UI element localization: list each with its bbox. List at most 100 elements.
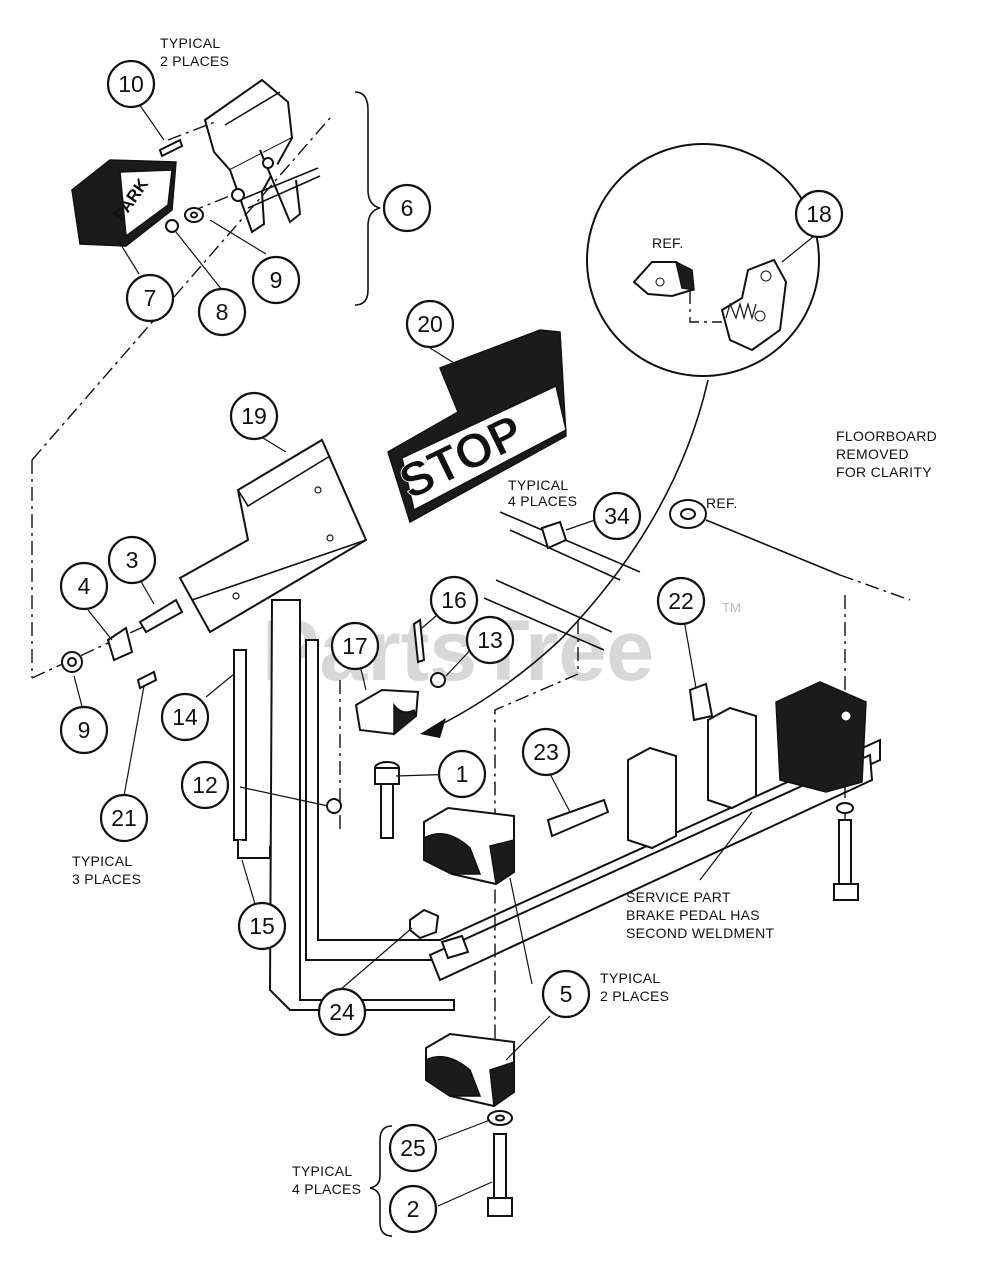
callout-7[interactable]: 7 [125,273,175,323]
svg-text:14: 14 [172,704,198,730]
note-service-line1: SERVICE PART [626,889,731,905]
svg-text:6: 6 [401,195,414,221]
note-floorboard-line2: REMOVED [836,446,909,462]
svg-text:22: 22 [668,588,694,614]
callout-16[interactable]: 16 [429,575,479,625]
detail-arrow [429,379,709,731]
note-typical-2-top-line2: 2 PLACES [160,53,229,69]
svg-text:7: 7 [144,285,157,311]
svg-text:19: 19 [241,403,267,429]
svg-text:3: 3 [126,547,139,573]
callout-24[interactable]: 24 [317,987,367,1037]
frame-rail [305,639,881,961]
svg-text:25: 25 [400,1135,426,1161]
leader-lines [73,103,820,1207]
svg-text:5: 5 [560,981,573,1007]
callout-9-top[interactable]: 9 [251,255,301,305]
callout-3[interactable]: 3 [107,535,157,585]
svg-text:21: 21 [111,805,137,831]
mount-tube-right [707,706,757,810]
latch-cam [720,258,788,352]
note-typical-3-line2: 3 PLACES [72,871,141,887]
svg-text:9: 9 [270,267,283,293]
note-service-line2: BRAKE PEDAL HAS [626,907,760,923]
svg-text:2: 2 [407,1196,420,1222]
washer-12 [326,798,342,814]
note-typical-2-right-line2: 2 PLACES [600,988,669,1004]
note-typical-4-bottom-line1: TYPICAL [292,1163,352,1179]
bracket-brace-6 [354,91,381,306]
clamp-17 [354,688,420,736]
svg-text:4: 4 [78,573,91,599]
callout-2[interactable]: 2 [388,1184,438,1234]
pin-22 [688,682,714,722]
callout-15[interactable]: 15 [237,901,287,951]
note-ref-detail: REF. [652,235,684,251]
svg-text:24: 24 [329,999,355,1025]
clamp-block-5-upper [423,806,515,886]
bolt-23 [546,798,610,838]
notes: TYPICAL 2 PLACES TYPICAL 4 PLACES FLOORB… [72,35,937,1197]
svg-text:12: 12 [192,772,218,798]
note-typical-2-top-line1: TYPICAL [160,35,220,51]
note-typical-4-top-line1: TYPICAL [508,477,568,493]
svg-text:9: 9 [78,717,91,743]
clip-small [440,934,470,960]
screw-21 [136,670,158,690]
pivot-bolt-3 [138,598,184,634]
callout-6[interactable]: 6 [382,183,432,233]
callout-22[interactable]: 22 [656,576,706,626]
callouts: 10 6 7 8 9 20 19 18 34 3 4 16 22 17 13 1… [59,59,844,1234]
callout-34[interactable]: 34 [592,491,642,541]
callout-17[interactable]: 17 [330,621,380,671]
pedal-mounts [546,681,867,901]
bolt-2 [493,1133,507,1199]
callout-10[interactable]: 10 [106,59,156,109]
callout-9-lower[interactable]: 9 [59,705,109,755]
callout-18[interactable]: 18 [794,189,844,239]
note-ref-rod: REF. [706,495,738,511]
callout-4[interactable]: 4 [59,561,109,611]
svg-text:8: 8 [216,299,229,325]
callout-5-right[interactable]: 5 [541,969,591,1019]
clamp-block-5-lower [425,1032,515,1108]
callout-8[interactable]: 8 [197,287,247,337]
svg-text:16: 16 [441,587,467,613]
cross-tube [428,753,874,982]
svg-text:34: 34 [604,503,630,529]
clamp-bolt-1 [374,761,400,839]
washer-13 [430,672,446,688]
svg-text:1: 1 [456,761,469,787]
svg-text:23: 23 [533,739,559,765]
svg-text:13: 13 [477,627,503,653]
note-typical-2-right-line1: TYPICAL [600,970,660,986]
retaining-ring-8 [165,219,179,233]
callout-25[interactable]: 25 [388,1123,438,1173]
park-pedal-pad: PARK [71,159,177,247]
note-floorboard-line3: FOR CLARITY [836,464,932,480]
callout-19[interactable]: 19 [229,391,279,441]
clamp-block-right [775,681,867,793]
note-service-line3: SECOND WELDMENT [626,925,775,941]
bolt-right [838,819,852,885]
callout-12[interactable]: 12 [180,760,230,810]
pedal-shaft [268,599,455,1011]
watermark-tm: TM [722,600,741,615]
svg-text:15: 15 [249,913,275,939]
svg-text:17: 17 [342,633,368,659]
note-typical-3-line1: TYPICAL [72,853,132,869]
note-typical-4-top-line2: 4 PLACES [508,493,577,509]
svg-text:10: 10 [118,71,144,97]
callout-14[interactable]: 14 [160,692,210,742]
svg-text:20: 20 [417,311,443,337]
lock-nut-4 [106,626,134,662]
brake-pedal-plate [178,438,368,634]
callout-13[interactable]: 13 [465,615,515,665]
callout-20[interactable]: 20 [405,299,455,349]
callout-1[interactable]: 1 [437,749,487,799]
return-rod-15 [237,840,271,859]
note-typical-4-bottom-line2: 4 PLACES [292,1181,361,1197]
callout-21[interactable]: 21 [99,793,149,843]
callout-23[interactable]: 23 [521,727,571,777]
